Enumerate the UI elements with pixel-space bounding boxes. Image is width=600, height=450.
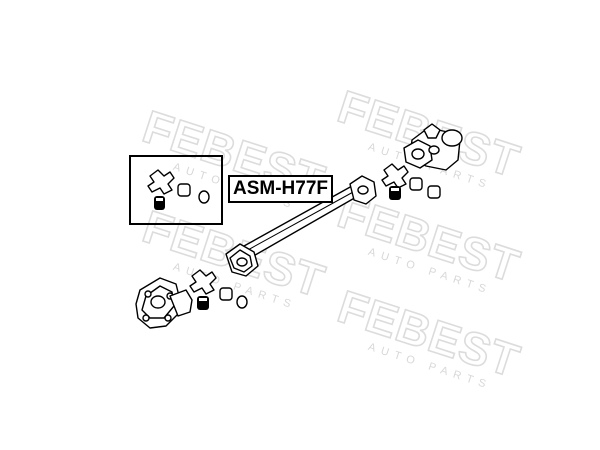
rear-companion-flange <box>135 277 193 329</box>
inset-frame <box>129 155 223 225</box>
rear-joint-kit <box>189 269 248 310</box>
watermark-group: FEBEST AUTO PARTS FEBEST AUTO PARTS FEBE… <box>136 79 527 392</box>
front-flange-yoke <box>403 123 463 171</box>
propeller-shaft <box>225 175 377 277</box>
bearing-cup <box>389 186 401 200</box>
bearing-cup <box>154 196 165 210</box>
front-joint-kit <box>381 163 441 200</box>
bearing-cup <box>197 296 209 310</box>
inset-joint-kit <box>147 169 210 210</box>
part-number-label: ASM-H77F <box>228 175 334 203</box>
